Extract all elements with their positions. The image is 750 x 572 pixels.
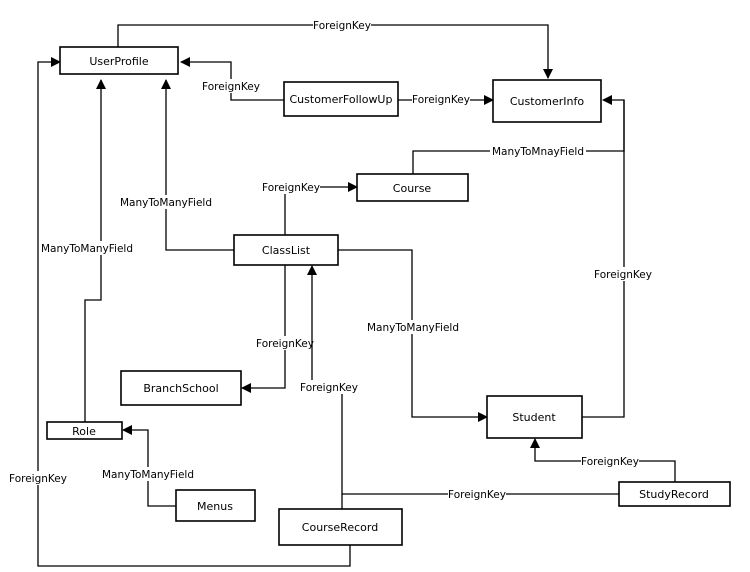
node-label-student: Student	[512, 411, 556, 424]
node-classlist[interactable]: ClassList	[233, 234, 339, 266]
node-courserecord[interactable]: CourseRecord	[278, 508, 403, 546]
edge-classlist-userprofile	[161, 79, 234, 251]
node-label-userprofile: UserProfile	[89, 55, 149, 68]
edge-classlist-course	[284, 182, 358, 235]
node-label-branchschool: BranchSchool	[143, 382, 218, 395]
edge-student-customerinfo	[582, 100, 625, 418]
node-label-classlist: ClassList	[262, 244, 311, 257]
edge-label-menus-role: ManyToManyField	[102, 469, 194, 481]
node-customerfollowup[interactable]: CustomerFollowUp	[283, 81, 399, 117]
node-studyrecord[interactable]: StudyRecord	[618, 481, 731, 507]
node-label-role: Role	[72, 425, 96, 438]
edge-classlist-branchschool	[241, 265, 286, 393]
edge-label-course-customerinfo: ManyToMnayField	[492, 146, 584, 158]
edge-courserecord-userprofile	[37, 57, 351, 567]
edge-label-student-customerinfo: ForeignKey	[594, 269, 652, 281]
node-menus[interactable]: Menus	[175, 489, 256, 522]
edge-label-studyrecord-student: ForeignKey	[581, 456, 639, 468]
node-course[interactable]: Course	[356, 173, 469, 202]
node-label-courserecord: CourseRecord	[302, 521, 378, 534]
edge-label-courserecord-classlist: ForeignKey	[300, 382, 358, 394]
edges: ForeignKey ForeignKey ForeignKey ManyToM…	[9, 18, 676, 567]
node-branchschool[interactable]: BranchSchool	[120, 370, 242, 406]
edge-label-studyrecord-courserecord: ForeignKey	[448, 489, 506, 501]
edge-label-classlist-branchschool: ForeignKey	[256, 338, 314, 350]
edge-label-customerfollowup-customerinfo: ForeignKey	[412, 94, 470, 106]
node-role[interactable]: Role	[46, 421, 123, 440]
node-label-studyrecord: StudyRecord	[639, 488, 709, 501]
edge-label-courserecord-userprofile: ForeignKey	[9, 473, 67, 485]
nodes: UserProfile CustomerFollowUp CustomerInf…	[46, 46, 731, 546]
node-customerinfo[interactable]: CustomerInfo	[492, 79, 602, 123]
node-label-customerfollowup: CustomerFollowUp	[290, 93, 393, 106]
edge-label-classlist-student: ManyToManyField	[367, 322, 459, 334]
edge-label-userprofile-customerinfo: ForeignKey	[313, 20, 371, 32]
edge-label-classlist-userprofile: ManyToManyField	[120, 197, 212, 209]
edge-label-classlist-course: ForeignKey	[262, 182, 320, 194]
node-label-menus: Menus	[197, 500, 233, 513]
node-userprofile[interactable]: UserProfile	[59, 46, 179, 75]
edge-role-userprofile	[84, 79, 106, 422]
node-student[interactable]: Student	[486, 395, 583, 439]
node-label-course: Course	[393, 182, 432, 195]
edge-label-customerfollowup-userprofile: ForeignKey	[202, 81, 260, 93]
edge-label-role-userprofile: ManyToManyField	[41, 243, 133, 255]
edge-userprofile-customerinfo	[117, 24, 553, 79]
node-label-customerinfo: CustomerInfo	[510, 95, 585, 108]
